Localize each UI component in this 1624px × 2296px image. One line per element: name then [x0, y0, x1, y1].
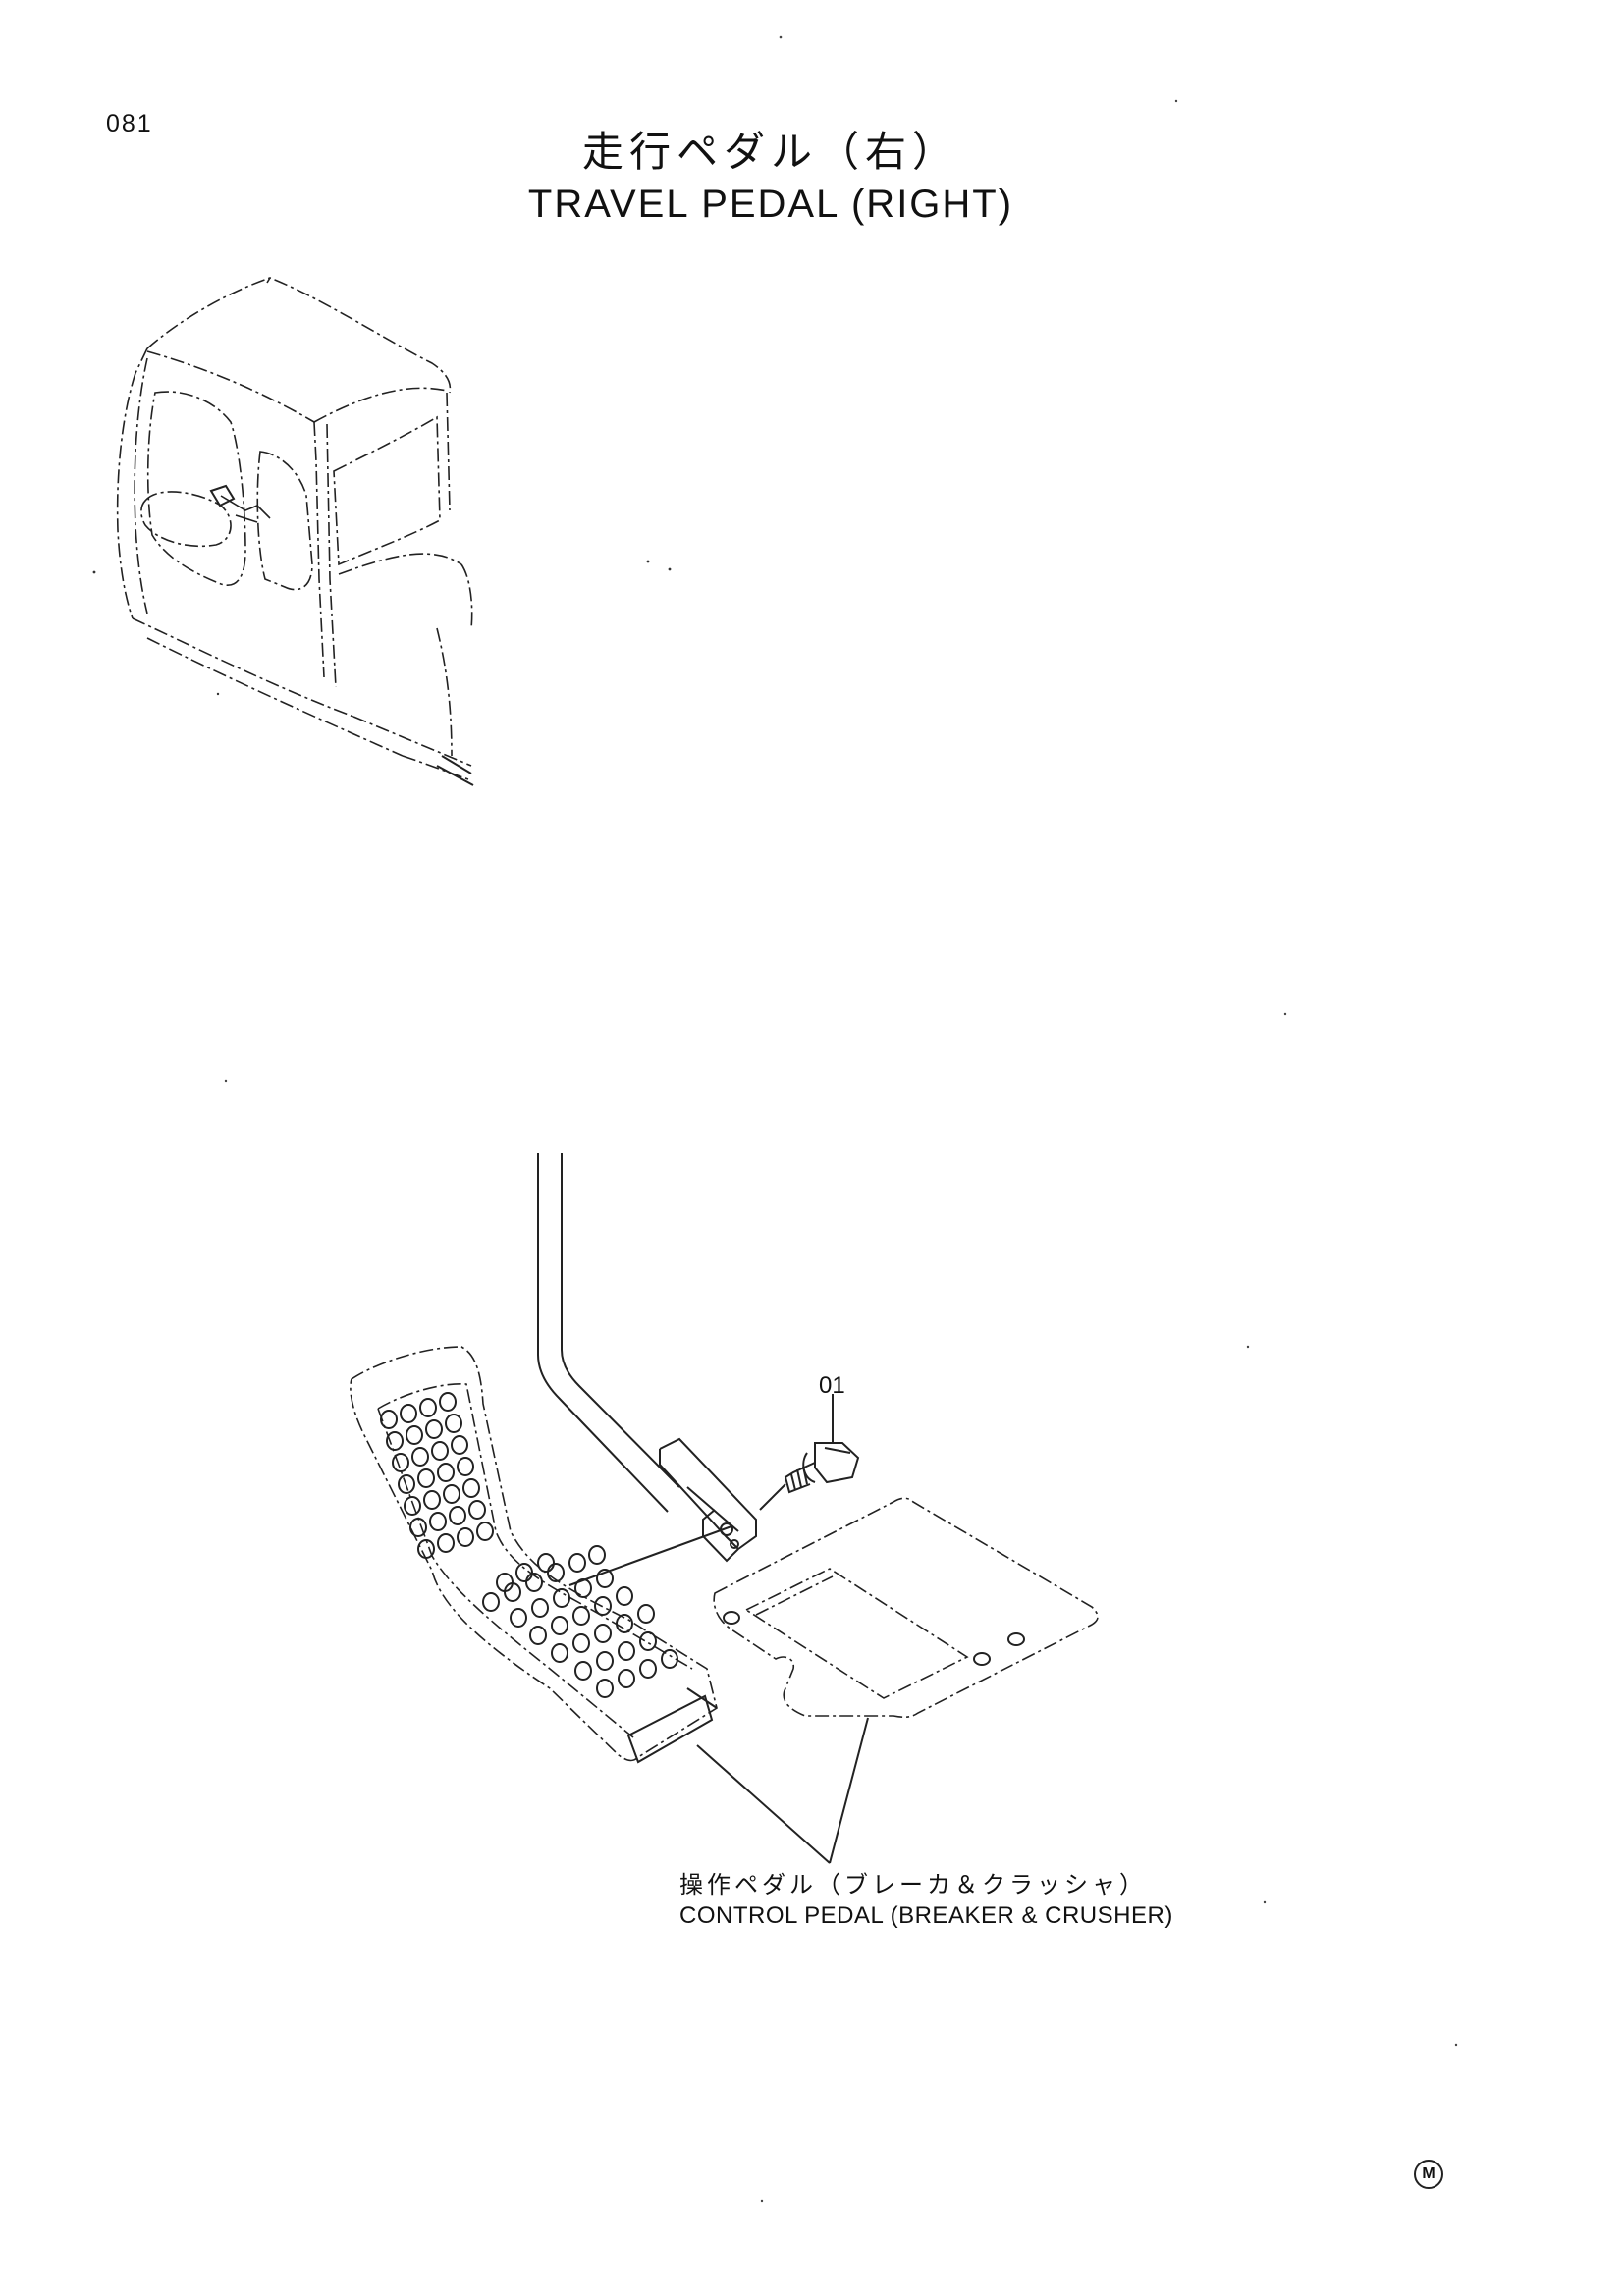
pedal-stud: [596, 1651, 614, 1671]
page-title: 走行ペダル（右） TRAVEL PEDAL (RIGHT): [0, 126, 1624, 230]
pedal-stud: [451, 1435, 468, 1455]
pedal-stud: [457, 1457, 474, 1476]
pedal-stud: [411, 1447, 429, 1467]
pedal-stud: [423, 1490, 441, 1510]
pedal-stud: [406, 1425, 423, 1445]
pedal-stud: [551, 1643, 568, 1663]
pedal-stud: [639, 1631, 657, 1651]
pedal-stud: [476, 1522, 494, 1541]
pedal-stud: [574, 1661, 592, 1681]
pedal-stud: [449, 1506, 466, 1525]
pedal-stud: [419, 1398, 437, 1417]
pedal-stud: [398, 1474, 415, 1494]
pedal-stud: [409, 1518, 427, 1537]
pedal-stud: [417, 1539, 435, 1559]
base-plate-icon: [713, 1497, 1099, 1719]
pedal-stud: [531, 1598, 549, 1618]
pedal-stud: [468, 1500, 486, 1520]
pedal-stud: [553, 1588, 570, 1608]
pedal-stud: [439, 1392, 457, 1412]
pedal-stud: [551, 1616, 568, 1635]
pedal-stud: [386, 1431, 404, 1451]
scan-specks: [224, 35, 1458, 2203]
pedal-stud: [431, 1441, 449, 1461]
pedal-stud: [594, 1624, 612, 1643]
pedal-stud: [618, 1669, 635, 1688]
caption-japanese: 操作ペダル（ブレーカ＆クラッシャ）: [679, 1871, 1147, 1898]
caption-control-pedal: 操作ペダル（ブレーカ＆クラッシャ） CONTROL PEDAL (BREAKER…: [679, 1869, 1173, 1932]
title-japanese: 走行ペダル（右）: [581, 128, 959, 176]
pedal-stud: [596, 1679, 614, 1698]
pedal-stud: [510, 1608, 527, 1628]
page-number: 081: [106, 110, 153, 137]
pedal-stud: [417, 1468, 435, 1488]
pedal-stud: [392, 1453, 409, 1472]
assembly-line: [568, 1525, 732, 1586]
pedal-stud: [437, 1533, 455, 1553]
pedal-stud: [594, 1596, 612, 1616]
pedal-stud: [537, 1553, 555, 1573]
pedal-stud: [437, 1463, 455, 1482]
cab-location-icon: [92, 277, 672, 786]
pedal-stud: [588, 1545, 606, 1565]
pedal-stud: [547, 1563, 565, 1582]
pedal-stud: [568, 1553, 586, 1573]
pedal-stud: [457, 1527, 474, 1547]
pedal-stud: [616, 1586, 633, 1606]
callout-01: 01: [819, 1372, 845, 1399]
pedal-stud: [443, 1484, 460, 1504]
pedal-stud: [445, 1414, 462, 1433]
pedal-stud: [425, 1419, 443, 1439]
pedal-stud: [482, 1592, 500, 1612]
foot-pedal-icon: [350, 1346, 718, 1764]
pedal-stud: [661, 1649, 678, 1669]
pedal-stud: [529, 1626, 547, 1645]
pedal-stud: [616, 1614, 633, 1633]
pedal-stud: [596, 1569, 614, 1588]
caption-leader: [696, 1717, 869, 1864]
caption-english: CONTROL PEDAL (BREAKER & CRUSHER): [679, 1902, 1173, 1929]
pedal-stud: [400, 1404, 417, 1423]
pedal-stud: [515, 1563, 533, 1582]
pedal-stud: [429, 1512, 447, 1531]
pedal-stud: [572, 1633, 590, 1653]
pedal-stud: [462, 1478, 480, 1498]
pedal-stud: [504, 1582, 521, 1602]
pedal-stud: [618, 1641, 635, 1661]
title-english: TRAVEL PEDAL (RIGHT): [527, 183, 1014, 226]
pedal-stud: [380, 1410, 398, 1429]
manufacturer-mark: M: [1414, 2160, 1443, 2189]
pedal-stud: [525, 1573, 543, 1592]
pedal-stud: [572, 1606, 590, 1626]
pedal-stud: [639, 1659, 657, 1679]
pedal-stud: [404, 1496, 421, 1516]
bolt-icon: [759, 1394, 860, 1511]
pedal-rod: [537, 1153, 757, 1563]
pedal-stud: [637, 1604, 655, 1624]
